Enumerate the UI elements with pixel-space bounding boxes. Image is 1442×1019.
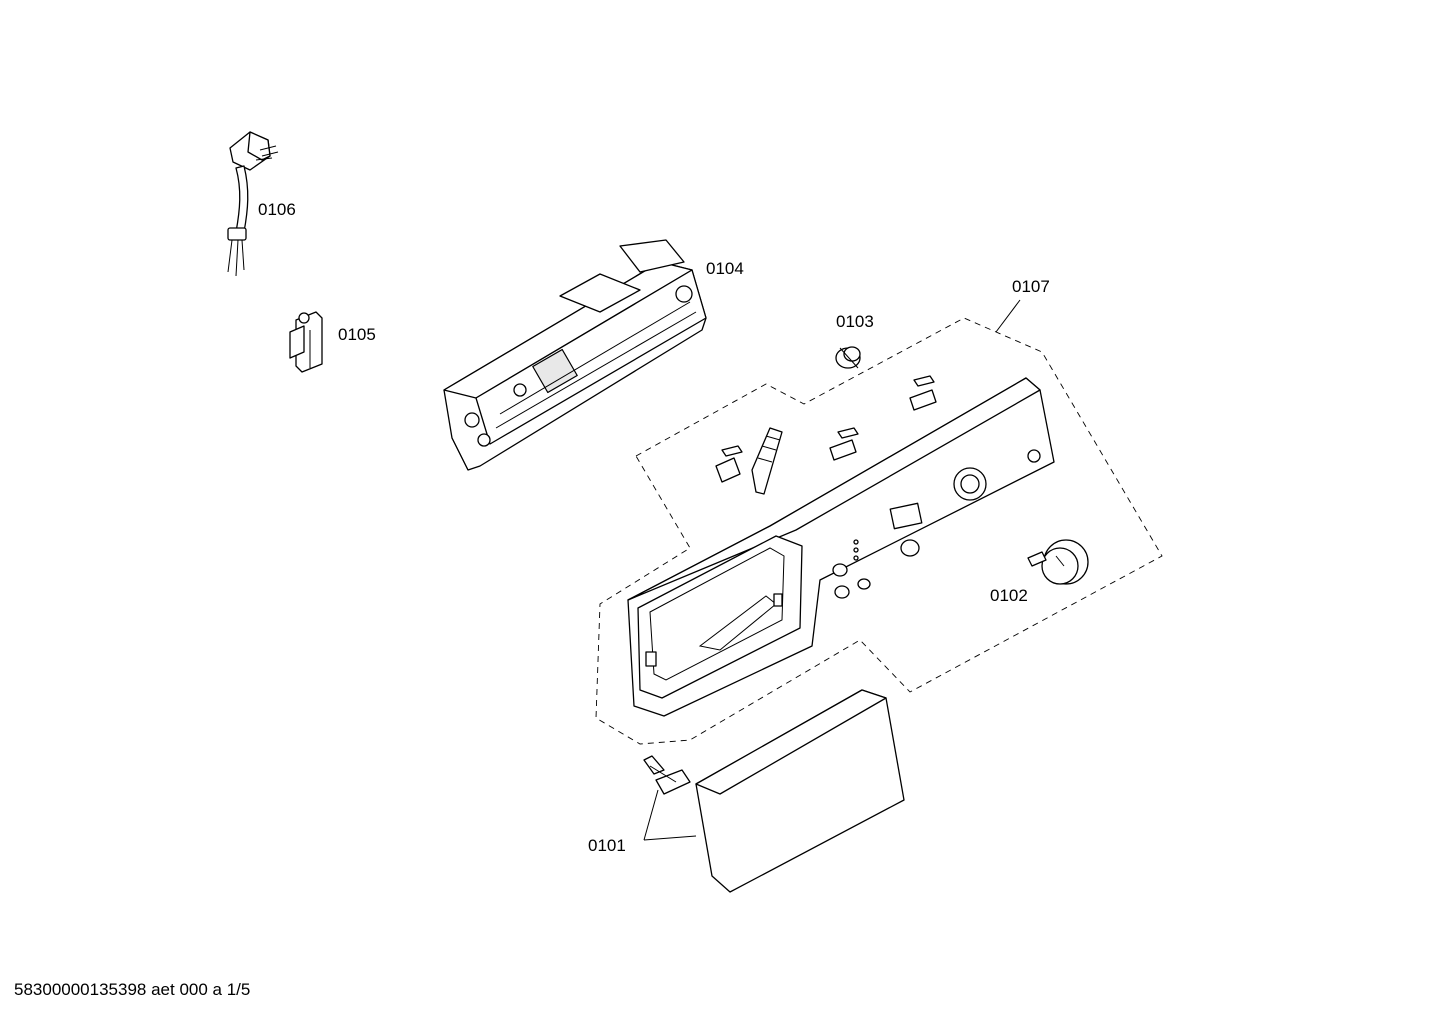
label-0101: 0101 xyxy=(588,836,626,855)
part-0105-clamp[interactable] xyxy=(289,311,323,373)
label-0105: 0105 xyxy=(338,325,376,344)
part-0101-drawer-front[interactable] xyxy=(643,689,905,893)
button-caps xyxy=(715,375,937,483)
part-0106-power-cord[interactable] xyxy=(227,131,279,277)
part-0102-rotary-knob[interactable] xyxy=(1027,539,1089,585)
light-guide-strip xyxy=(751,427,783,495)
leader-0101 xyxy=(643,789,697,841)
drawing-reference: 58300000135398 aet 000 a 1/5 xyxy=(14,980,251,999)
label-0106: 0106 xyxy=(258,200,296,219)
part-0104-electronic-module[interactable] xyxy=(443,239,707,471)
control-panel-fascia[interactable] xyxy=(627,377,1055,717)
label-0102: 0102 xyxy=(990,586,1028,605)
part-0103-knob[interactable] xyxy=(835,346,861,369)
label-0107: 0107 xyxy=(1012,277,1050,296)
label-0103: 0103 xyxy=(836,312,874,331)
assembly-boundary-0107 xyxy=(595,317,1163,745)
label-0104: 0104 xyxy=(706,259,744,278)
leader-0107 xyxy=(995,299,1021,333)
